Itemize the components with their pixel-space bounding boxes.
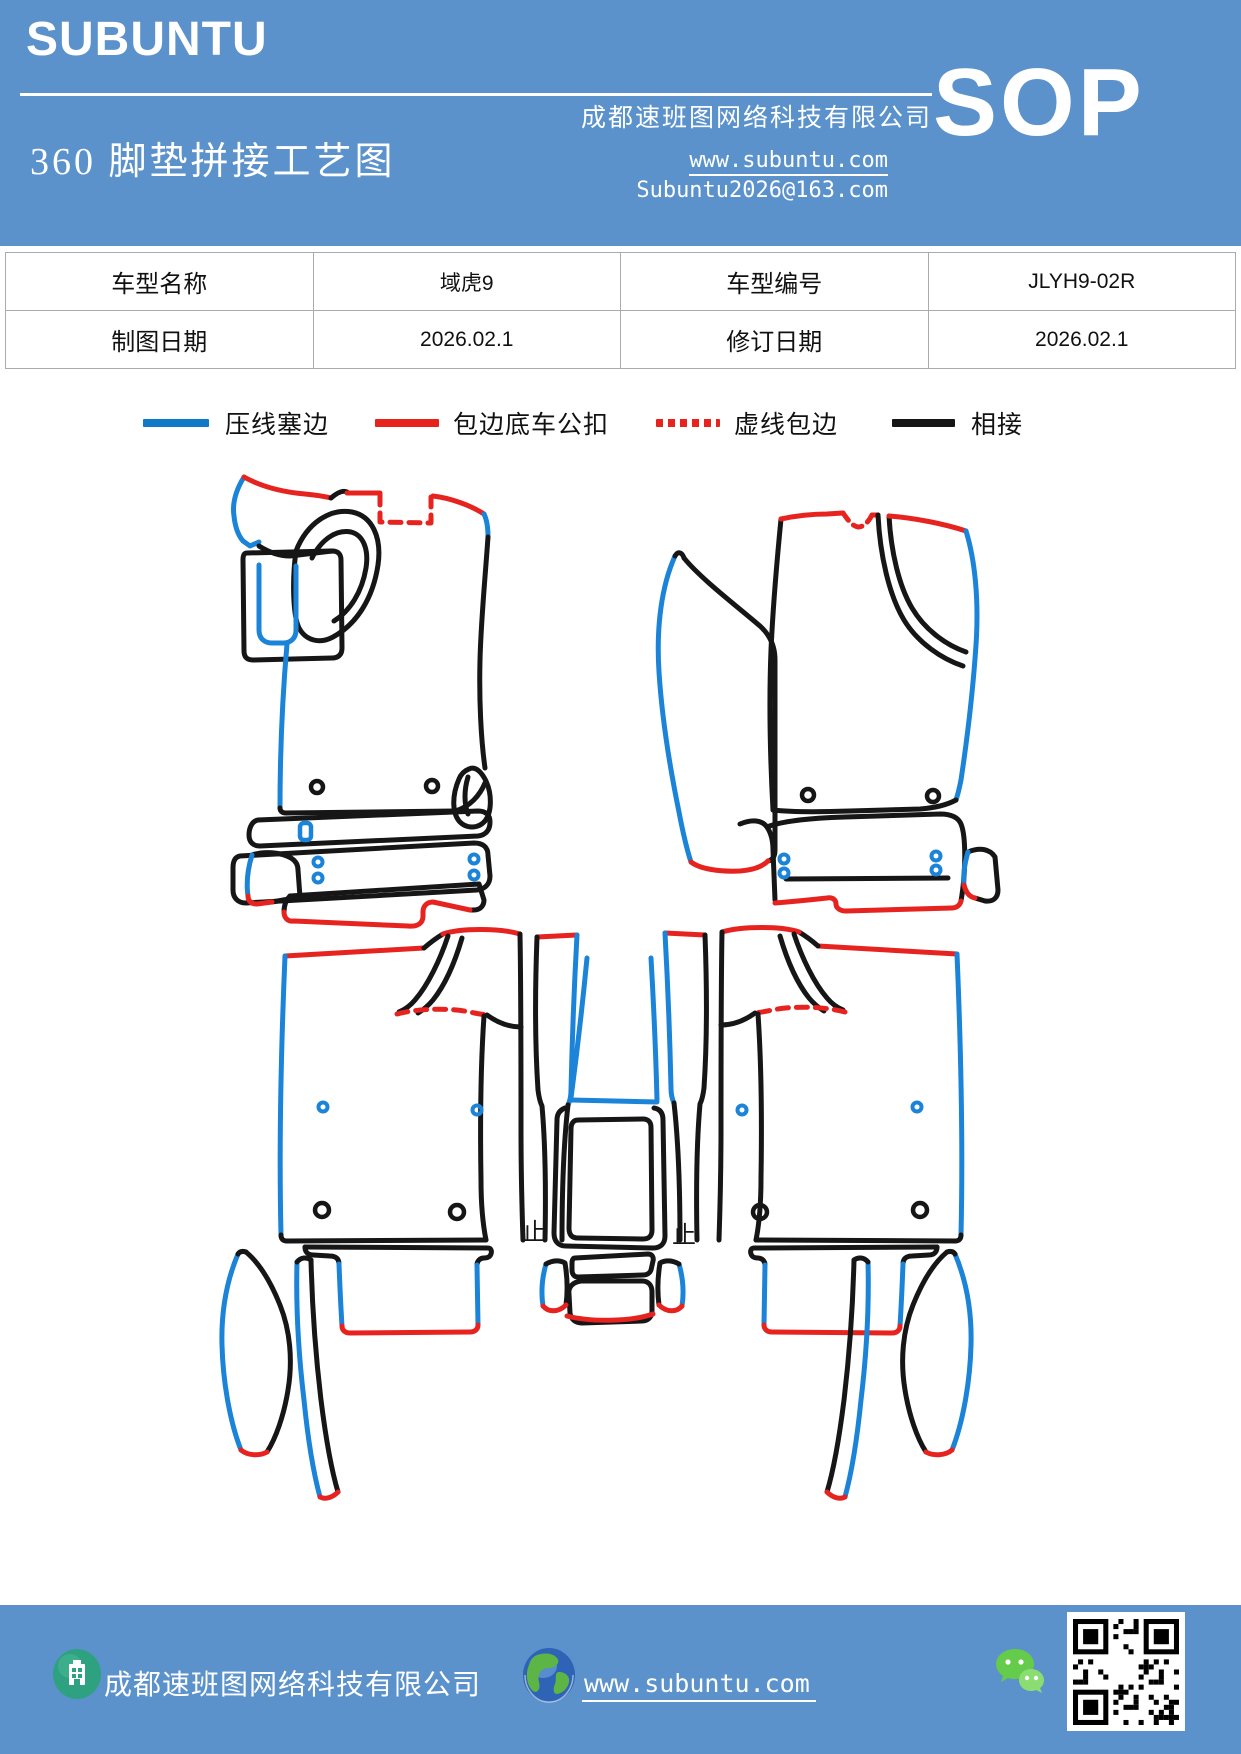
rear-right-flap (748, 1244, 940, 1336)
header-banner: SUBUNTU 360 脚垫拼接工艺图 成都速班图网络科技有限公司 www.su… (0, 0, 1241, 246)
qr-pattern (1073, 1618, 1179, 1725)
legend-item-press-tuck: 压线塞边 (143, 406, 329, 440)
cell-revise-date-value: 2026.02.1 (927, 310, 1236, 369)
header-divider-line (20, 93, 932, 96)
right-side-pieces (824, 1248, 974, 1501)
header-email: Subuntu2026@163.com (636, 178, 888, 203)
legend-label: 相接 (971, 412, 1024, 439)
rear-left-mat (277, 927, 580, 1244)
right-sill-strips (737, 811, 1001, 914)
legend-item-binding-buckle: 包边底车公扣 (375, 406, 609, 440)
cell-revise-date-label: 修订日期 (620, 310, 929, 369)
legend-item-dashed-binding: 虚线包边 (656, 406, 838, 440)
line-type-legend: 压线塞边 包边底车公扣 虚线包边 相接 (0, 406, 1241, 440)
rear-right-mat (662, 925, 965, 1244)
cell-model-code-value: JLYH9-02R (927, 252, 1236, 311)
cell-model-code-label: 车型编号 (620, 252, 929, 311)
legend-item-join: 相接 (892, 406, 1023, 440)
legend-label: 虚线包边 (734, 412, 839, 439)
cell-draw-date-value: 2026.02.1 (312, 310, 621, 369)
brand-logo-text: SUBUNTU (26, 13, 268, 66)
legend-swatch-black (892, 419, 955, 427)
rear-left-flap (302, 1244, 494, 1336)
globe-icon (523, 1648, 575, 1703)
building-icon (53, 1649, 101, 1699)
vehicle-info-table: 车型名称 域虎9 车型编号 JLYH9-02R 制图日期 2026.02.1 修… (5, 252, 1236, 369)
table-row: 车型名称 域虎9 车型编号 JLYH9-02R (5, 252, 1236, 311)
header-website-link[interactable]: www.subuntu.com (0, 148, 888, 176)
cell-model-name-label: 车型名称 (5, 252, 314, 311)
table-row: 制图日期 2026.02.1 修订日期 2026.02.1 (5, 310, 1236, 369)
left-sill-strips (230, 808, 493, 929)
cell-draw-date-label: 制图日期 (5, 310, 314, 369)
stop-mark-right: 止 (672, 1222, 696, 1249)
page-title: 360 脚垫拼接工艺图 (30, 141, 396, 183)
footer-company-name: 成都速班图网络科技有限公司 (104, 1670, 482, 1701)
cell-model-name-value: 域虎9 (312, 252, 621, 311)
stop-mark-left: 止 (522, 1219, 546, 1246)
legend-label: 压线塞边 (225, 412, 330, 439)
sop-badge: SOP (933, 49, 1145, 156)
legend-swatch-red (375, 419, 439, 427)
footer-banner: 成都速班图网络科技有限公司 www.subuntu.com (0, 1605, 1241, 1754)
front-right-mat (767, 510, 980, 815)
left-side-pieces (219, 1248, 341, 1501)
qr-code (1067, 1612, 1185, 1731)
front-left-mat (231, 474, 493, 830)
legend-swatch-red-dashed (656, 419, 720, 427)
wechat-icon (996, 1649, 1044, 1693)
center-console-piece (551, 955, 668, 1251)
legend-label: 包边底车公扣 (453, 412, 610, 439)
legend-swatch-blue (143, 419, 209, 427)
footer-website-link[interactable]: www.subuntu.com (582, 1669, 816, 1702)
console-bottom-pieces (539, 1251, 686, 1326)
header-company-name: 成都速班图网络科技有限公司 (580, 105, 932, 132)
